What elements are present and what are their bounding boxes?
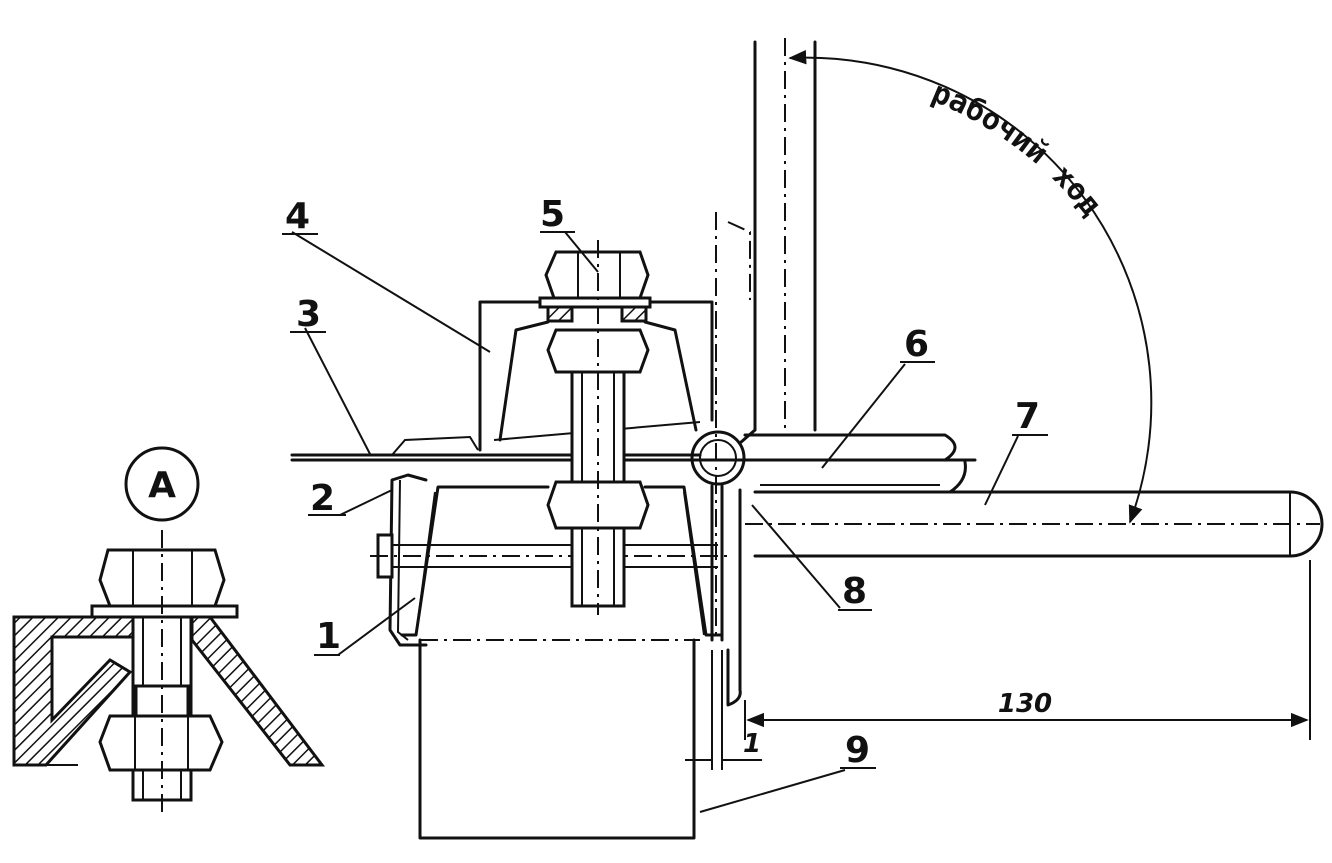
detail-a-label: А bbox=[148, 465, 176, 506]
callout-2: 2 bbox=[310, 478, 335, 519]
callout-1: 1 bbox=[316, 616, 341, 657]
detail-a-washer bbox=[90, 604, 239, 619]
detail-a-marker bbox=[124, 446, 200, 522]
part-5-washer bbox=[538, 296, 652, 309]
part-6-lever bbox=[743, 433, 967, 494]
callout-4: 4 bbox=[285, 196, 310, 237]
callout-8: 8 bbox=[842, 571, 867, 612]
callout-6: 6 bbox=[904, 324, 929, 365]
part-9-block bbox=[418, 638, 696, 840]
travel-arc-line bbox=[788, 50, 1153, 524]
travel-arc: рабочий ход bbox=[788, 50, 1153, 524]
callout-9: 9 bbox=[845, 730, 870, 771]
part-1-bracket bbox=[400, 485, 724, 637]
main-assembly bbox=[290, 38, 1324, 840]
dimension-length: 130 bbox=[744, 560, 1311, 740]
dimension-gap: 1 bbox=[685, 650, 762, 770]
callout-3: 3 bbox=[296, 294, 321, 335]
travel-label: рабочий ход bbox=[927, 75, 1108, 223]
callouts: 3 4 5 2 1 6 7 8 9 bbox=[282, 194, 1048, 813]
dimension-length-value: 130 bbox=[998, 689, 1052, 719]
callout-7: 7 bbox=[1015, 396, 1040, 437]
part-8-hinge bbox=[690, 430, 746, 486]
callout-5: 5 bbox=[540, 194, 565, 235]
part-7-handle bbox=[753, 490, 1324, 558]
dimension-gap-value: 1 bbox=[743, 729, 761, 759]
detail-a-view: А bbox=[12, 446, 326, 812]
part-2-clamp bbox=[388, 473, 428, 647]
